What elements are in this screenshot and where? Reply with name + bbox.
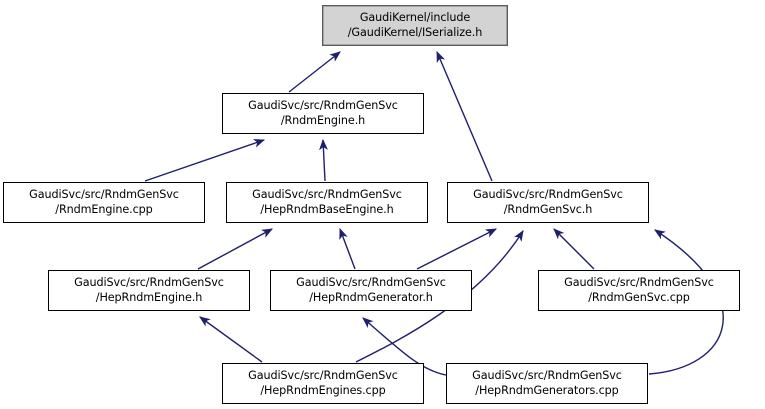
edge-heprndmengines_cpp-to-heprndmengine_h — [199, 316, 263, 363]
graph-node-rndmgensvc_cpp[interactable]: GaudiSvc/src/RndmGenSvc/RndmGenSvc.cpp — [538, 270, 740, 311]
graph-node-rndmgensvc_h[interactable]: GaudiSvc/src/RndmGenSvc/RndmGenSvc.h — [447, 182, 649, 223]
node-label-line2: /HepRndmGenerators.cpp — [475, 383, 619, 397]
node-label-line2: /RndmGenSvc.cpp — [588, 290, 690, 304]
edge-heprndmgenerator_h-to-heprndmbaseengine_h — [339, 227, 356, 270]
node-label-line1: GaudiKernel/include — [359, 11, 471, 24]
node-label-line2: /GaudiKernel/ISerialize.h — [347, 25, 483, 39]
node-label-line2: /HepRndmGenerator.h — [309, 290, 433, 304]
node-label-line1: GaudiSvc/src/RndmGenSvc — [248, 99, 398, 112]
node-label-line1: GaudiSvc/src/RndmGenSvc — [252, 188, 402, 201]
edge-rndmgensvc_cpp-to-rndmgensvc_h — [553, 228, 595, 270]
node-label-line1: GaudiSvc/src/RndmGenSvc — [564, 276, 714, 289]
node-label-line1: GaudiSvc/src/RndmGenSvc — [296, 276, 446, 289]
graph-node-heprndmgenerator_h[interactable]: GaudiSvc/src/RndmGenSvc/HepRndmGenerator… — [270, 270, 472, 311]
edge-heprndmengine_h-to-heprndmbaseengine_h — [197, 228, 273, 270]
node-label-line2: /RndmEngine.h — [280, 113, 366, 127]
node-label-line2: /RndmGenSvc.h — [503, 202, 593, 216]
graph-node-heprndmengines_cpp[interactable]: GaudiSvc/src/RndmGenSvc/HepRndmEngines.c… — [222, 363, 424, 404]
graph-node-heprndmbaseengine_h[interactable]: GaudiSvc/src/RndmGenSvc/HepRndmBaseEngin… — [226, 182, 428, 223]
node-label-line2: /HepRndmEngines.cpp — [260, 383, 386, 397]
node-label-line1: GaudiSvc/src/RndmGenSvc — [473, 188, 623, 201]
graph-node-heprndmgenerators_cpp[interactable]: GaudiSvc/src/RndmGenSvc/HepRndmGenerator… — [446, 363, 648, 404]
node-label-line1: GaudiSvc/src/RndmGenSvc — [29, 188, 179, 201]
graph-node-rndmengine_h[interactable]: GaudiSvc/src/RndmGenSvc/RndmEngine.h — [222, 93, 424, 134]
node-label-line2: /RndmEngine.cpp — [55, 202, 153, 216]
node-label-line2: /HepRndmBaseEngine.h — [260, 202, 394, 216]
graph-node-heprndmengine_h[interactable]: GaudiSvc/src/RndmGenSvc/HepRndmEngine.h — [48, 270, 250, 311]
edge-rndmgensvc_h-to-iserialize — [436, 50, 493, 182]
graph-node-rndmengine_cpp[interactable]: GaudiSvc/src/RndmGenSvc/RndmEngine.cpp — [3, 182, 205, 223]
node-label-line1: GaudiSvc/src/RndmGenSvc — [74, 276, 224, 289]
node-label-line2: /HepRndmEngine.h — [95, 290, 203, 304]
graph-node-iserialize: GaudiKernel/include/GaudiKernel/ISeriali… — [322, 5, 508, 46]
edge-heprndmgenerator_h-to-rndmgensvc_h — [416, 228, 497, 270]
edge-heprndmbaseengine_h-to-rndmengine_h — [319, 138, 328, 182]
edge-rndmengine_cpp-to-rndmengine_h — [144, 139, 266, 182]
edge-rndmengine_h-to-iserialize — [288, 51, 341, 93]
node-label-line1: GaudiSvc/src/RndmGenSvc — [248, 369, 398, 382]
node-label-line1: GaudiSvc/src/RndmGenSvc — [472, 369, 622, 382]
